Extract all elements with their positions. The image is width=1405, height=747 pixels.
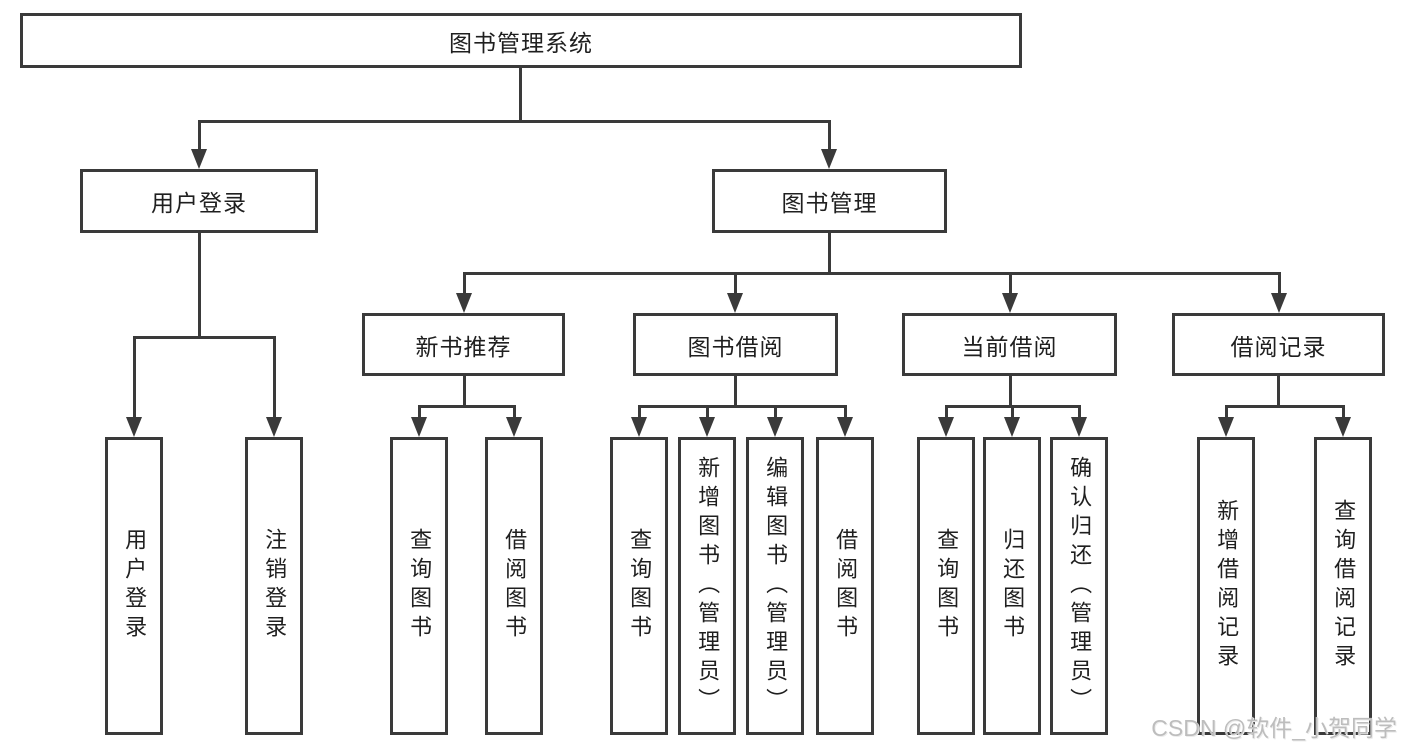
- node-label: 当前借阅: [961, 333, 1058, 360]
- arrow-down-icon: [767, 417, 783, 437]
- node-label: 图书借阅: [687, 333, 784, 360]
- connector-line: [133, 336, 276, 339]
- node-label: 编辑图书（管理员）: [763, 455, 789, 717]
- connector-line: [734, 272, 737, 297]
- connector-line: [638, 405, 847, 408]
- node-label: 归还图书: [1000, 528, 1026, 644]
- node-label: 查询图书: [407, 528, 433, 644]
- connector-line: [1225, 405, 1228, 421]
- connector-line: [945, 405, 948, 421]
- node-user-login: 用户登录: [80, 169, 318, 233]
- node-label: 借阅记录: [1230, 333, 1327, 360]
- arrow-down-icon: [266, 417, 282, 437]
- connector-line: [418, 405, 421, 421]
- node-label: 查询借阅记录: [1331, 499, 1357, 673]
- node-root-label: 图书管理系统: [449, 29, 593, 56]
- connector-line: [1009, 376, 1012, 407]
- connector-line: [844, 405, 847, 421]
- node-label: 注销登录: [262, 528, 288, 644]
- node-leaf-query-books-2: 查询图书: [610, 437, 668, 735]
- node-book-borrowing: 图书借阅: [633, 313, 838, 376]
- connector-line: [1342, 405, 1345, 421]
- arrow-down-icon: [1271, 293, 1287, 313]
- node-current-borrowing: 当前借阅: [902, 313, 1117, 376]
- node-root: 图书管理系统: [20, 13, 1022, 68]
- connector-line: [198, 233, 201, 338]
- connector-line: [198, 120, 831, 123]
- node-leaf-add-borrow-record: 新增借阅记录: [1197, 437, 1255, 735]
- arrow-down-icon: [1004, 417, 1020, 437]
- node-label: 借阅图书: [833, 528, 859, 644]
- connector-line: [463, 376, 466, 407]
- node-leaf-edit-books-admin: 编辑图书（管理员）: [746, 437, 804, 735]
- connector-line: [513, 405, 516, 421]
- node-leaf-borrow-books-1: 借阅图书: [485, 437, 543, 735]
- connector-line: [198, 120, 201, 153]
- connector-line: [1278, 272, 1281, 297]
- node-leaf-query-books-3: 查询图书: [917, 437, 975, 735]
- connector-line: [828, 120, 831, 153]
- arrow-down-icon: [938, 417, 954, 437]
- node-label: 新增图书（管理员）: [695, 455, 721, 717]
- csdn-watermark: CSDN @软件_小贺同学: [1151, 715, 1397, 741]
- arrow-down-icon: [699, 417, 715, 437]
- arrow-down-icon: [506, 417, 522, 437]
- arrow-down-icon: [1002, 293, 1018, 313]
- node-leaf-return-books: 归还图书: [983, 437, 1041, 735]
- arrow-down-icon: [191, 149, 207, 169]
- node-book-management: 图书管理: [712, 169, 947, 233]
- arrow-down-icon: [1071, 417, 1087, 437]
- connector-line: [519, 68, 522, 122]
- arrow-down-icon: [411, 417, 427, 437]
- node-leaf-logout: 注销登录: [245, 437, 303, 735]
- arrow-down-icon: [821, 149, 837, 169]
- connector-line: [1009, 272, 1012, 297]
- node-label: 图书管理: [781, 190, 878, 216]
- connector-line: [463, 272, 466, 297]
- connector-line: [1225, 405, 1345, 408]
- node-leaf-add-books-admin: 新增图书（管理员）: [678, 437, 736, 735]
- node-label: 确认归还（管理员）: [1067, 455, 1093, 717]
- arrow-down-icon: [126, 417, 142, 437]
- arrow-down-icon: [1218, 417, 1234, 437]
- node-label: 用户登录: [122, 528, 148, 644]
- node-leaf-query-borrow-record: 查询借阅记录: [1314, 437, 1372, 735]
- connector-line: [418, 405, 516, 408]
- arrow-down-icon: [456, 293, 472, 313]
- connector-line: [828, 233, 831, 274]
- node-leaf-user-login: 用户登录: [105, 437, 163, 735]
- node-leaf-borrow-books-2: 借阅图书: [816, 437, 874, 735]
- arrow-down-icon: [1335, 417, 1351, 437]
- node-new-book-recommend: 新书推荐: [362, 313, 565, 376]
- node-label: 查询图书: [934, 528, 960, 644]
- arrow-down-icon: [727, 293, 743, 313]
- connector-line: [1078, 405, 1081, 421]
- connector-line: [706, 405, 709, 421]
- connector-line: [273, 336, 276, 419]
- connector-line: [133, 336, 136, 419]
- arrow-down-icon: [631, 417, 647, 437]
- connector-line: [463, 272, 1281, 275]
- node-leaf-query-books-1: 查询图书: [390, 437, 448, 735]
- connector-line: [638, 405, 641, 421]
- node-label: 查询图书: [627, 528, 653, 644]
- node-label: 用户登录: [151, 190, 247, 216]
- arrow-down-icon: [837, 417, 853, 437]
- connector-line: [1277, 376, 1280, 407]
- connector-line: [774, 405, 777, 421]
- node-label: 新书推荐: [415, 333, 512, 360]
- node-borrowing-records: 借阅记录: [1172, 313, 1385, 376]
- connector-line: [1011, 405, 1014, 421]
- node-label: 借阅图书: [502, 528, 528, 644]
- connector-line: [734, 376, 737, 407]
- node-leaf-confirm-return-admin: 确认归还（管理员）: [1050, 437, 1108, 735]
- node-label: 新增借阅记录: [1214, 499, 1240, 673]
